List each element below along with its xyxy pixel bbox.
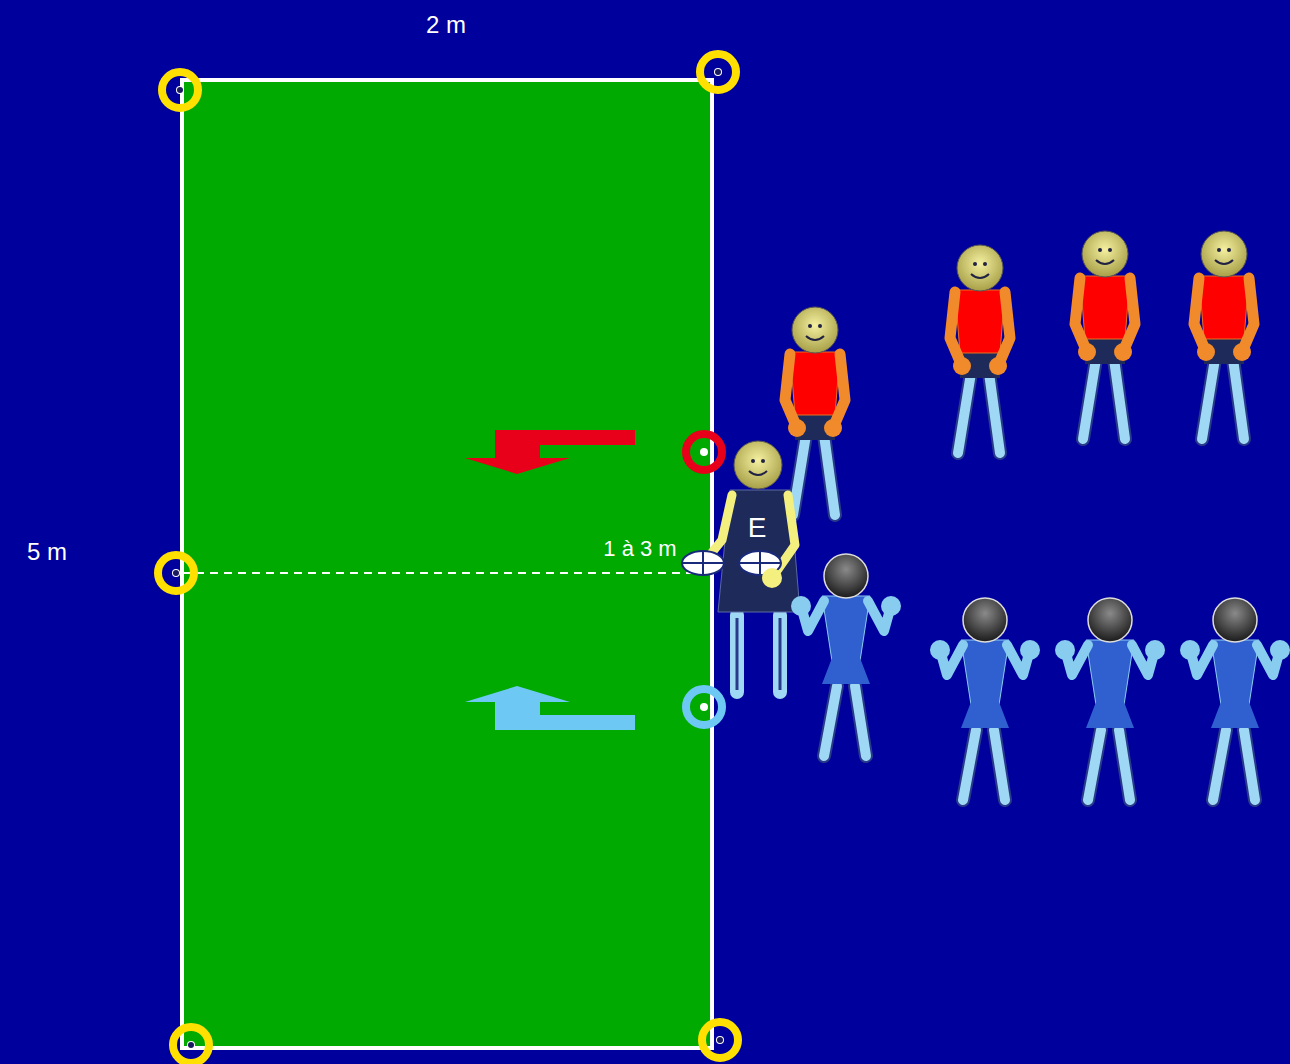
red-arrow: [465, 430, 635, 474]
dimension-label: 5 m: [27, 538, 67, 566]
corner-cones: [158, 54, 738, 1063]
dashed-line: [182, 572, 712, 574]
distance-label: 1 à 3 m: [603, 535, 676, 563]
educator-letter: E: [748, 514, 767, 542]
blue-players: [791, 554, 1290, 800]
educator: [682, 441, 800, 692]
dimension-label: 2 m: [426, 11, 466, 39]
red-players: [785, 231, 1254, 515]
blue-cone: [686, 689, 722, 725]
playing-area: [182, 80, 712, 1048]
blue-arrow: [465, 686, 635, 730]
red-cone: [686, 434, 722, 470]
